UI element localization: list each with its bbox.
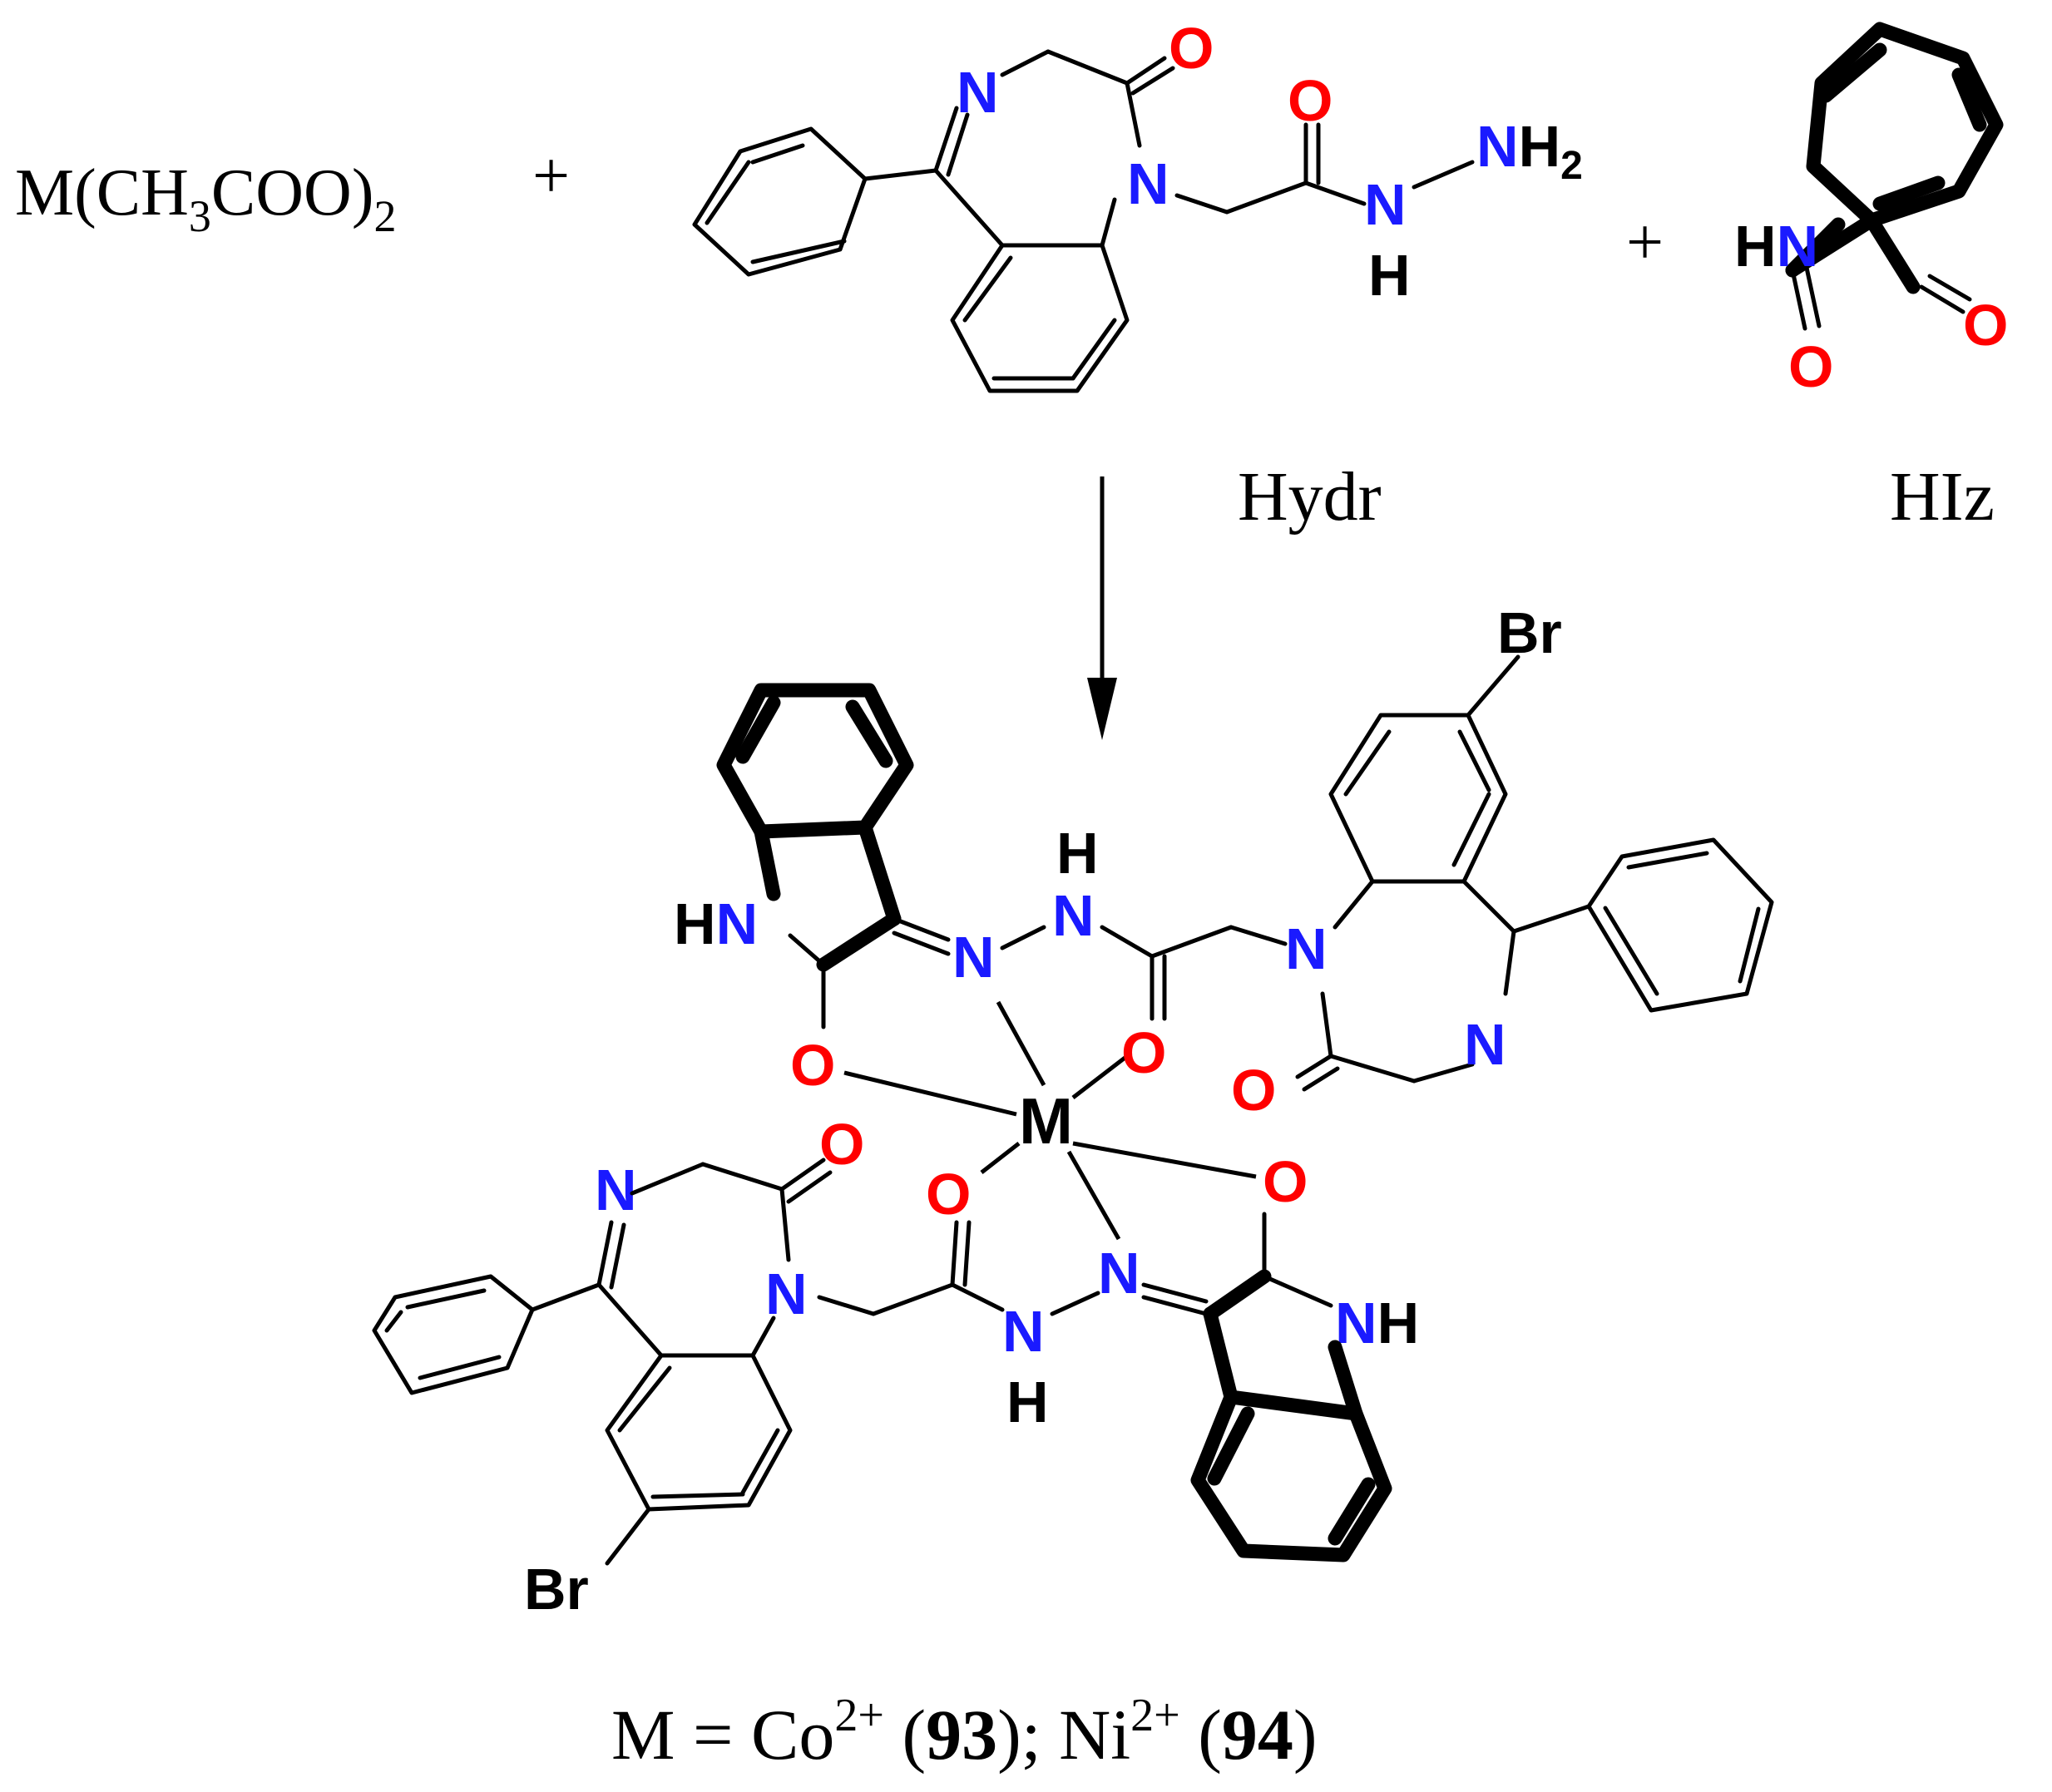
ligand1-br: Br — [1497, 600, 1562, 665]
caption-ni-open: ( — [1180, 1695, 1222, 1775]
isatin-hn: HN — [1734, 214, 1818, 279]
hydrazide-structure: N O N O N H NH2 — [692, 16, 1583, 393]
metal-acetate-sub1: 3 — [189, 191, 211, 241]
metal-acetate-main: M(CH — [15, 156, 189, 230]
metal-acetate-mid: COO) — [211, 156, 374, 230]
metal-acetate-sub2: 2 — [373, 191, 396, 241]
caption-co-open: ( — [884, 1695, 926, 1775]
ligand1-n-imine: N — [952, 925, 995, 990]
ligand2-nh-n: N — [1002, 1299, 1045, 1364]
ligand2-o-phenolate: O — [1263, 1149, 1308, 1214]
ligand1-o-carbonyl: O — [1121, 1020, 1166, 1085]
hydr-nh-n: N — [1364, 172, 1407, 237]
isatin-o-ketone: O — [1963, 293, 2008, 358]
caption: M = Co2+ (93); Ni2+ (94) — [611, 1690, 1318, 1775]
caption-ni-charge: 2+ — [1130, 1690, 1180, 1741]
ligand2-br: Br — [524, 1557, 589, 1622]
ligand2-n-amide: N — [765, 1261, 808, 1326]
ligand2-o-lactam: O — [819, 1112, 864, 1177]
hydr-nh2: NH2 — [1476, 114, 1583, 188]
caption-ni-close: ) — [1293, 1695, 1318, 1775]
ligand2-nh-h2: H — [1377, 1291, 1420, 1355]
ligand2-nh-n2: N — [1335, 1291, 1377, 1355]
ligand2-nh: NH — [1335, 1291, 1419, 1355]
metal-acetate: M(CH3COO)2 — [15, 156, 396, 241]
caption-co-close: ); Ni — [997, 1695, 1130, 1775]
isatin-structure: HN O O — [1734, 22, 2008, 399]
hydr-nh2-sub: 2 — [1560, 144, 1583, 188]
hydr-label: Hydr — [1238, 458, 1382, 536]
hydr-n-imine: N — [957, 60, 999, 125]
hydr-nh-h: H — [1368, 243, 1411, 308]
plus-sign-1: + — [532, 140, 570, 213]
caption-m-eq: M = Co — [611, 1695, 834, 1775]
ligand2-o-carbonyl: O — [926, 1162, 971, 1227]
ligand2-n-imine-hydrazone: N — [1098, 1241, 1140, 1306]
hiz-label: HIz — [1890, 458, 1995, 536]
isatin-hn-n: N — [1777, 214, 1819, 279]
ligand1-hn-n: N — [716, 891, 759, 956]
ligand1-hn-h: H — [674, 891, 716, 956]
hydr-nh2-n: N — [1476, 114, 1519, 179]
ligand2-nh-h: H — [1006, 1370, 1049, 1434]
isatin-hn-h: H — [1734, 214, 1777, 279]
ligand1-n-amide: N — [1285, 916, 1328, 981]
ligand1-nh-n: N — [1052, 883, 1095, 948]
caption-co-num: 93 — [926, 1695, 997, 1775]
plus-sign-2: + — [1626, 206, 1664, 279]
metal-center: M — [1019, 1084, 1073, 1158]
ligand2-n-imine: N — [595, 1158, 637, 1222]
ligand1-n-diazepine: N — [1464, 1012, 1506, 1077]
hydr-n-amide: N — [1127, 151, 1169, 216]
ligand1-o-lactam: O — [1231, 1058, 1276, 1123]
hydr-o-hydrazide: O — [1288, 68, 1333, 133]
ligand1-hn: HN — [674, 891, 758, 956]
hydr-nh2-h: H — [1519, 114, 1561, 179]
isatin-o-amide: O — [1788, 334, 1833, 399]
ligand1-nh-h: H — [1056, 821, 1099, 886]
hydr-o-lactam: O — [1169, 16, 1214, 81]
metal-complex: M HN O N H N O — [372, 600, 1774, 1622]
ligand1-o-phenolate: O — [790, 1033, 835, 1098]
reaction-arrow — [1087, 476, 1117, 740]
caption-ni-num: 94 — [1222, 1695, 1293, 1775]
svg-text:M(CH3COO)2: M(CH3COO)2 — [15, 156, 396, 241]
caption-co-charge: 2+ — [834, 1690, 884, 1741]
